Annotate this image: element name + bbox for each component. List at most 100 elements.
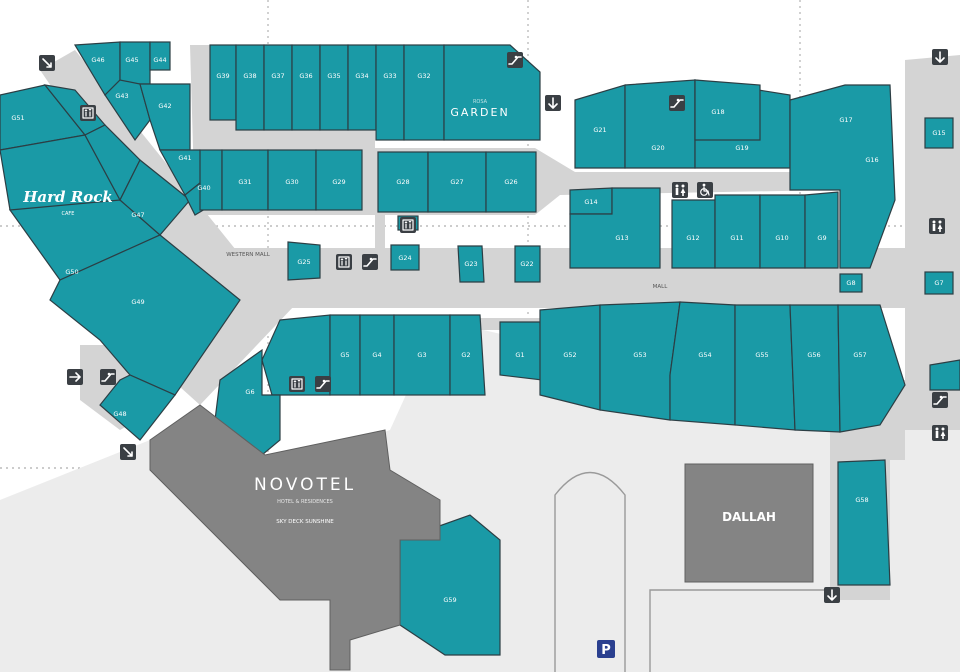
escalator-icon[interactable] xyxy=(314,375,332,393)
unit-g52[interactable] xyxy=(329,314,361,396)
unit-g18[interactable] xyxy=(263,44,293,131)
svg-text:Hard Rock: Hard Rock xyxy=(22,188,113,206)
exit-arrow-icon[interactable] xyxy=(66,368,84,386)
unit-g24[interactable] xyxy=(443,44,541,141)
unit-g44[interactable] xyxy=(569,187,661,269)
exit-arrow-icon[interactable] xyxy=(931,48,949,66)
unit-g41[interactable] xyxy=(789,84,896,269)
unit-g47[interactable] xyxy=(759,194,806,269)
lift-icon[interactable] xyxy=(288,375,306,393)
exit-arrow-icon[interactable] xyxy=(823,586,841,604)
unit-label: G1 xyxy=(515,351,524,359)
unit-label: G13 xyxy=(615,234,628,242)
unit-g53[interactable] xyxy=(359,314,395,396)
unit-g58[interactable] xyxy=(599,301,681,421)
unit-g62[interactable] xyxy=(837,304,906,433)
unit-g31[interactable] xyxy=(485,151,537,213)
svg-text:P: P xyxy=(601,643,611,658)
main-mall-label: MALL xyxy=(653,284,669,290)
unit-g30[interactable] xyxy=(427,151,487,213)
exit-arrow-icon[interactable] xyxy=(544,94,562,112)
unit-g34[interactable] xyxy=(390,244,420,271)
unit-label: G55 xyxy=(755,351,768,359)
escalator-icon[interactable] xyxy=(99,368,117,386)
escalator-icon[interactable] xyxy=(668,94,686,112)
exit-arrow-icon[interactable] xyxy=(119,443,137,461)
unit-label: G54 xyxy=(698,351,711,359)
unit-g35[interactable] xyxy=(457,245,485,283)
unit-g20[interactable] xyxy=(319,44,349,131)
unit-label: G21 xyxy=(593,126,606,134)
unit-g27[interactable] xyxy=(267,149,317,211)
unit-g23[interactable] xyxy=(403,44,445,141)
unit-label: G52 xyxy=(563,351,576,359)
unit-g5[interactable] xyxy=(99,374,176,441)
exit-arrow-icon[interactable] xyxy=(38,54,56,72)
unit-g17[interactable] xyxy=(235,44,265,131)
unit-label: G22 xyxy=(520,260,533,268)
dallah-building[interactable] xyxy=(684,463,814,583)
unit-g48[interactable] xyxy=(804,191,839,269)
lift-icon[interactable] xyxy=(399,216,417,234)
unit-g38[interactable] xyxy=(624,79,696,169)
dallah-label: DALLAH xyxy=(722,510,776,524)
unit-g51[interactable] xyxy=(261,314,331,396)
toilets-icon[interactable] xyxy=(929,218,945,234)
unit-g21[interactable] xyxy=(347,44,377,131)
unit-label: G17 xyxy=(839,116,852,124)
unit-label: G40 xyxy=(197,184,210,192)
unit-labels: G51 G50 G49 G48 G47 G46 G45 G44 G43 G42 … xyxy=(11,56,945,604)
unit-g19[interactable] xyxy=(291,44,321,131)
unit-g22[interactable] xyxy=(375,44,405,141)
unit-g66[interactable] xyxy=(929,359,960,391)
escalator-icon[interactable] xyxy=(361,253,379,271)
escalator-icon[interactable] xyxy=(506,51,524,69)
road-edge xyxy=(649,589,840,672)
unit-g65[interactable] xyxy=(837,459,891,586)
unit-label: G31 xyxy=(238,178,251,186)
unit-label: G23 xyxy=(464,260,477,268)
unit-g55[interactable] xyxy=(449,314,486,396)
unit-label: G46 xyxy=(91,56,104,64)
unit-g29[interactable] xyxy=(377,151,429,213)
unit-g59[interactable] xyxy=(669,301,736,426)
unit-label: G9 xyxy=(817,234,826,242)
toilets-icon[interactable] xyxy=(672,182,688,198)
unit-g33[interactable] xyxy=(287,241,321,281)
unit-g42[interactable] xyxy=(924,117,954,149)
unit-g8[interactable] xyxy=(119,159,191,236)
unit-label: G43 xyxy=(115,92,128,100)
toilets-icon[interactable] xyxy=(932,425,948,441)
lift-icon[interactable] xyxy=(335,253,353,271)
unit-g54[interactable] xyxy=(393,314,451,396)
unit-g60[interactable] xyxy=(734,304,796,431)
unit-g40[interactable] xyxy=(694,79,761,141)
lift-icon[interactable] xyxy=(79,104,97,122)
unit-label: G18 xyxy=(711,108,724,116)
unit-g46[interactable] xyxy=(714,194,761,269)
escalator-icon[interactable] xyxy=(931,391,949,409)
unit-g36[interactable] xyxy=(514,245,541,283)
novotel-hotel-building[interactable] xyxy=(149,404,441,671)
novotel-logo: NOVOTEL HOTEL & RESIDENCES SKY DECK SUNS… xyxy=(254,475,353,525)
unit-g10[interactable] xyxy=(119,41,151,85)
unit-label: G25 xyxy=(297,258,310,266)
unit-g50[interactable] xyxy=(924,271,954,295)
garden-logo: ROSA GARDEN xyxy=(450,99,507,119)
unit-g28[interactable] xyxy=(315,149,363,211)
unit-g11[interactable] xyxy=(149,41,171,71)
parking-sign[interactable]: P xyxy=(597,640,615,658)
unit-g26[interactable] xyxy=(221,149,269,211)
unit-label: G10 xyxy=(775,234,788,242)
unit-g49[interactable] xyxy=(839,273,863,293)
unit-label: G57 xyxy=(853,351,866,359)
hard-rock-logo: Hard Rock CAFE xyxy=(22,188,113,217)
unit-label: G38 xyxy=(243,72,256,80)
unit-label: G7 xyxy=(934,279,943,287)
unit-g61[interactable] xyxy=(789,304,841,433)
unit-g25[interactable] xyxy=(199,149,223,211)
unit-g16[interactable] xyxy=(209,44,237,121)
accessible-icon[interactable] xyxy=(696,181,714,199)
western-mall-label: WESTERN MALL xyxy=(226,252,270,258)
